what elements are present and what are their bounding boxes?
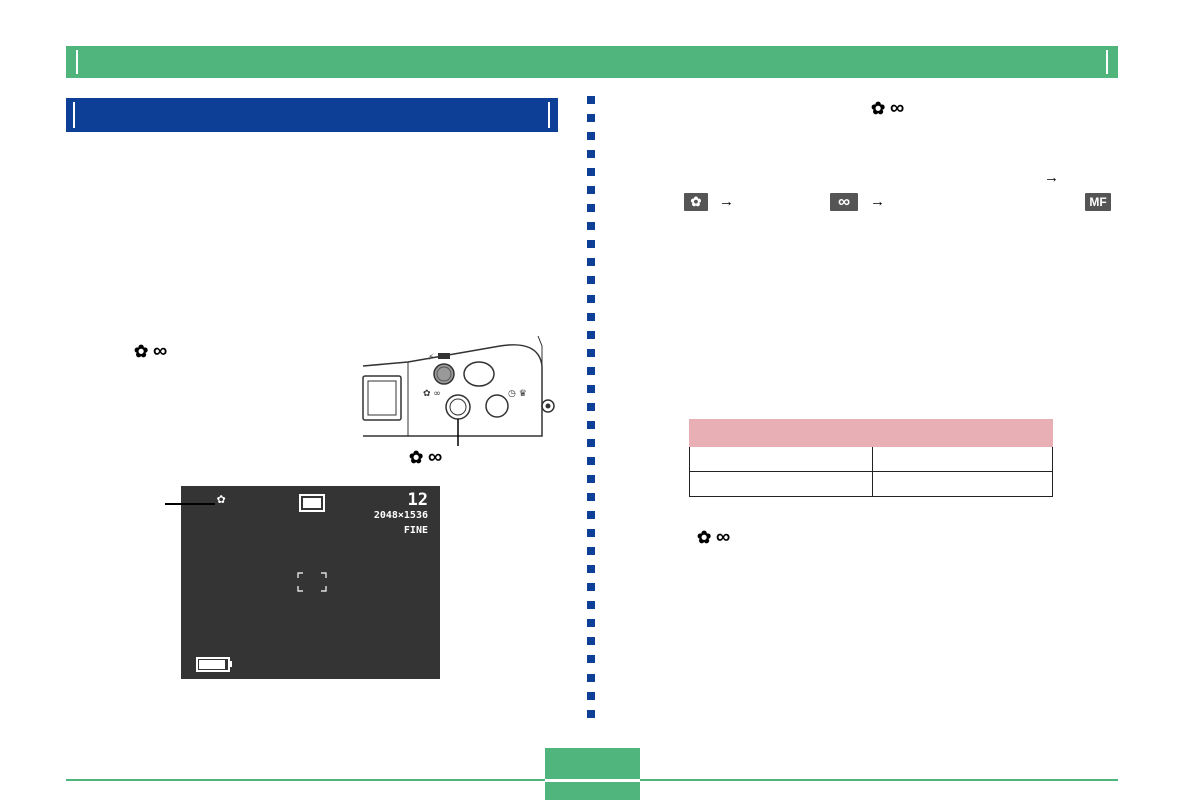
battery-tip [230, 661, 232, 667]
sequence-arrow: → [719, 193, 734, 210]
table-row [689, 471, 1053, 497]
macro-infinity-symbols-header: ✿ ∞ [871, 98, 904, 118]
button-callout-label: ✿ ∞ [409, 447, 442, 467]
infinity-icon: ∞ [152, 340, 168, 362]
focus-frame-icon [297, 572, 327, 592]
table-cell [689, 471, 873, 497]
table-header-cell [689, 419, 873, 447]
svg-text:✿ ∞: ✿ ∞ [423, 389, 441, 399]
quality-readout: FINE [403, 525, 428, 536]
table-header-row [689, 419, 1053, 447]
macro-icon: ✿ [697, 528, 712, 547]
resolution-readout: 2048×1536 [373, 510, 428, 521]
table-cell [689, 446, 873, 472]
battery-icon [196, 657, 230, 672]
table-cell [872, 471, 1053, 497]
camera-back-illustration: ⚡ ✿ ∞ ◷ ♛ [362, 336, 555, 446]
section-heading-bar [66, 98, 558, 132]
focus-range-table [689, 419, 1053, 497]
header-notch-left [76, 50, 78, 74]
macro-icon: ✿ [409, 448, 424, 467]
table-row [689, 446, 1053, 472]
sequence-arrow: → [1044, 169, 1059, 186]
table-cell [872, 446, 1053, 472]
macro-infinity-symbols: ✿ ∞ [134, 341, 167, 361]
svg-text:⚡: ⚡ [428, 353, 434, 363]
macro-icon: ✿ [871, 99, 886, 118]
macro-mode-chip: ✿ [684, 193, 708, 211]
monitor-screen: ✿ 12 2048×1536 FINE [181, 486, 440, 679]
page-header-bar [66, 46, 1118, 78]
svg-text:◷ ♛: ◷ ♛ [508, 389, 527, 399]
infinity-icon: ∞ [889, 97, 905, 119]
heading-notch-left [73, 102, 75, 128]
header-notch-right [1106, 50, 1108, 74]
macro-infinity-symbols-note: ✿ ∞ [697, 527, 730, 547]
table-header-cell [872, 419, 1053, 447]
record-mode-icon [299, 494, 325, 512]
manual-focus-chip: MF [1085, 193, 1111, 211]
monitor-macro-icon: ✿ [217, 491, 226, 507]
shots-remaining: 12 [407, 490, 428, 510]
infinity-icon: ∞ [715, 526, 731, 548]
sequence-arrow: → [870, 193, 885, 210]
monitor-callout-line [165, 503, 215, 505]
column-divider [587, 96, 597, 726]
heading-notch-right [548, 102, 550, 128]
macro-icon: ✿ [134, 342, 149, 361]
page-number-box [545, 748, 640, 800]
infinity-icon: ∞ [427, 446, 443, 468]
infinity-mode-chip: ∞ [830, 193, 858, 211]
